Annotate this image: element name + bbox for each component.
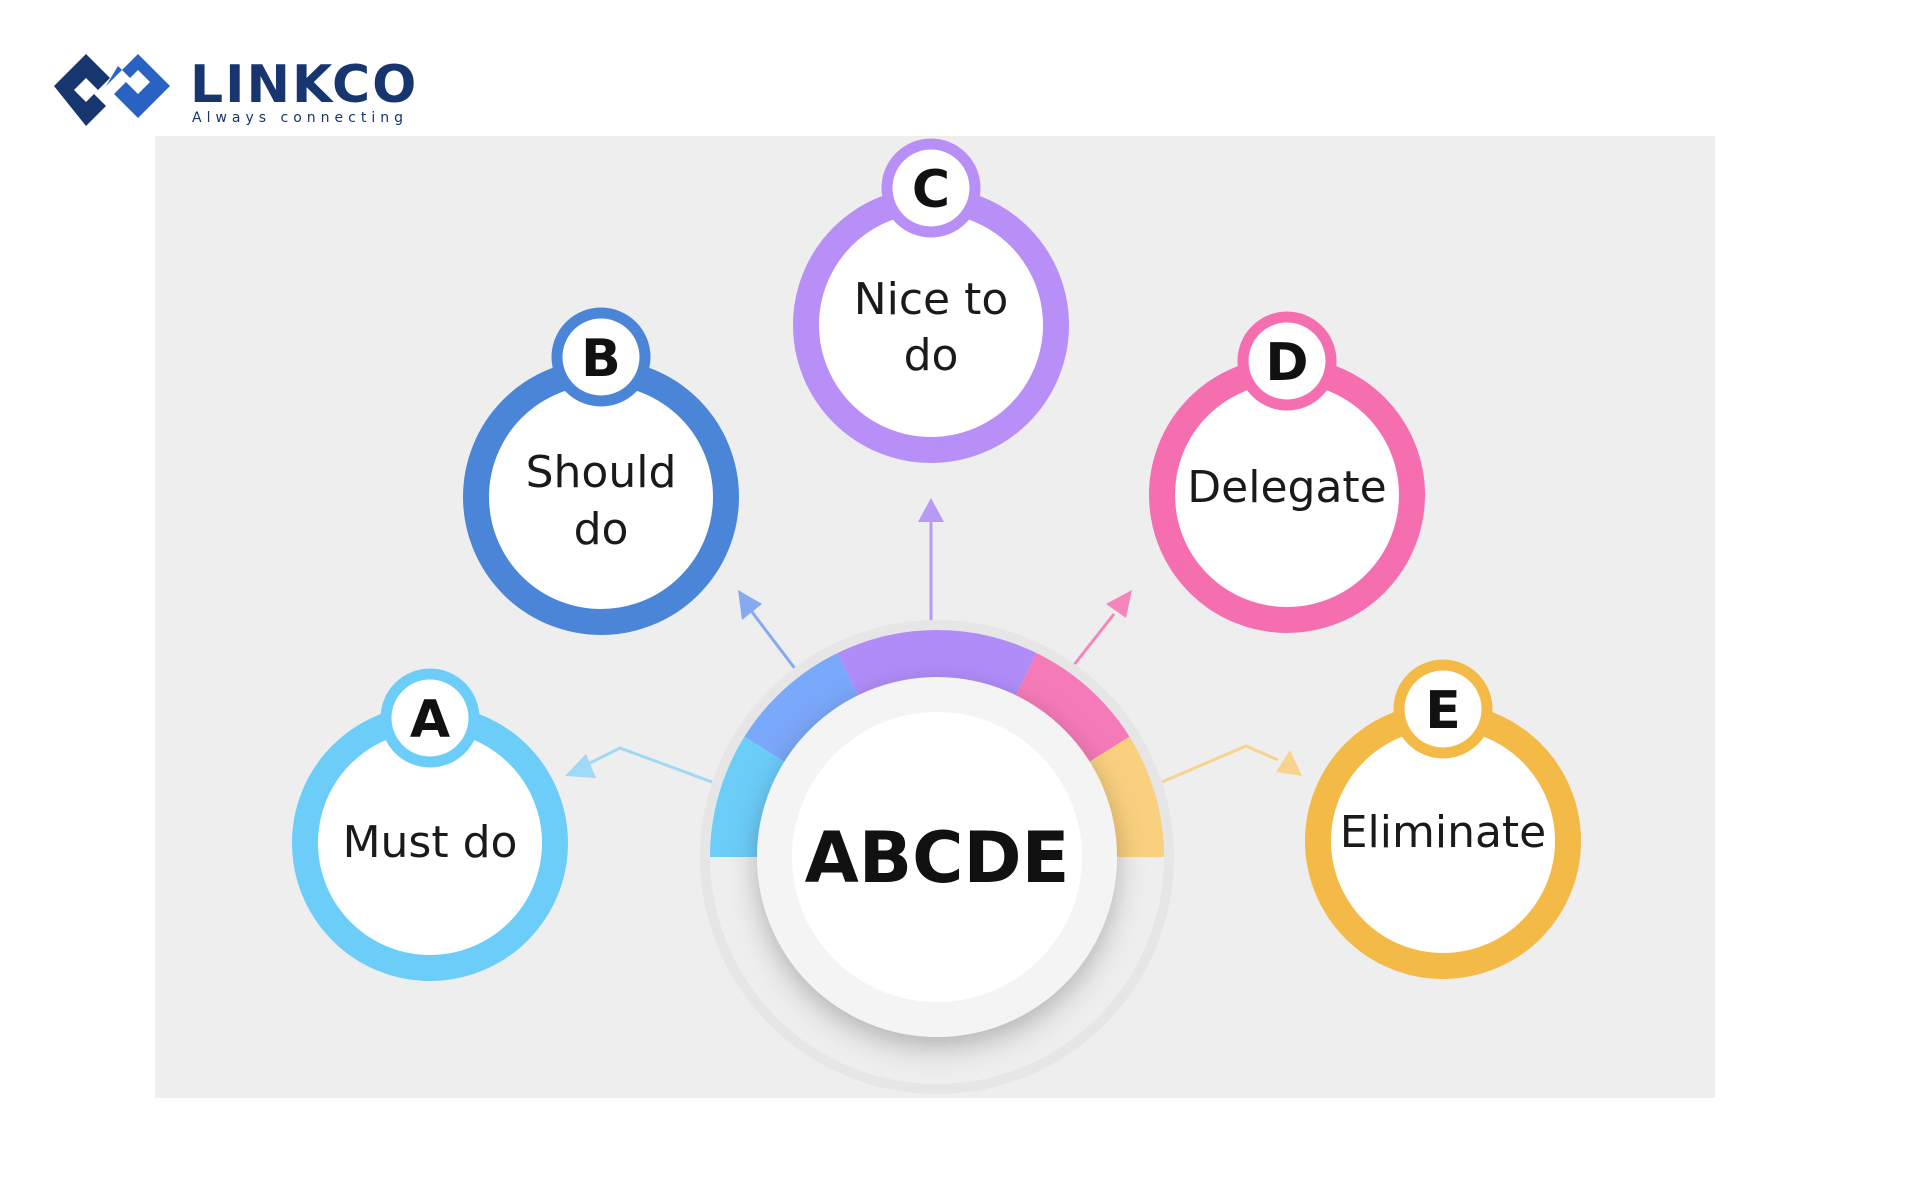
node-letter: A — [410, 690, 450, 750]
node-label: Delegate — [1187, 462, 1386, 513]
brand-tagline: Always connecting — [192, 110, 408, 126]
arrowhead — [1106, 590, 1132, 618]
node-label-line-1: Nice to — [854, 274, 1009, 325]
arrowhead — [738, 590, 762, 620]
node-letter: D — [1265, 333, 1308, 393]
node-badge — [551, 307, 651, 407]
connector-line — [750, 611, 798, 671]
node-label-line-1: Should — [526, 447, 677, 498]
node-badge — [881, 138, 981, 238]
arrowhead — [1276, 750, 1302, 776]
center-label: ABCDE — [805, 817, 1070, 899]
connector-line — [583, 746, 713, 784]
node-letter: E — [1425, 681, 1461, 741]
arrowhead — [918, 498, 944, 522]
arrowhead — [565, 754, 596, 778]
brand-name: LINKCO — [190, 55, 418, 115]
node-badge — [1393, 659, 1493, 759]
node-label: Must do — [343, 817, 518, 868]
node-letter: B — [581, 329, 621, 389]
arc-segment — [736, 644, 860, 764]
node-label-line-2: do — [904, 330, 959, 381]
arc-segment — [833, 620, 1041, 699]
center-outer-halo — [700, 620, 1174, 1094]
arc-segment — [1014, 644, 1138, 764]
node-b: B Should do — [463, 307, 739, 635]
node-a: A Must do — [292, 668, 568, 981]
node-badge — [380, 668, 480, 768]
linkco-logo: LINKCO Always connecting — [54, 54, 418, 126]
node-d: D Delegate — [1149, 311, 1425, 633]
node-label: Eliminate — [1340, 807, 1547, 858]
node-c: C Nice to do — [793, 138, 1069, 463]
node-letter: C — [912, 160, 950, 220]
node-label-line-2: do — [574, 504, 629, 555]
center-hub: ABCDE — [757, 677, 1117, 1037]
connector-line — [1068, 613, 1116, 671]
node-badge — [1237, 311, 1337, 411]
linkco-logo-mark — [54, 54, 170, 126]
connector-line — [1161, 744, 1279, 784]
node-e: E Eliminate — [1305, 659, 1581, 979]
connector-arrows — [565, 498, 1302, 784]
